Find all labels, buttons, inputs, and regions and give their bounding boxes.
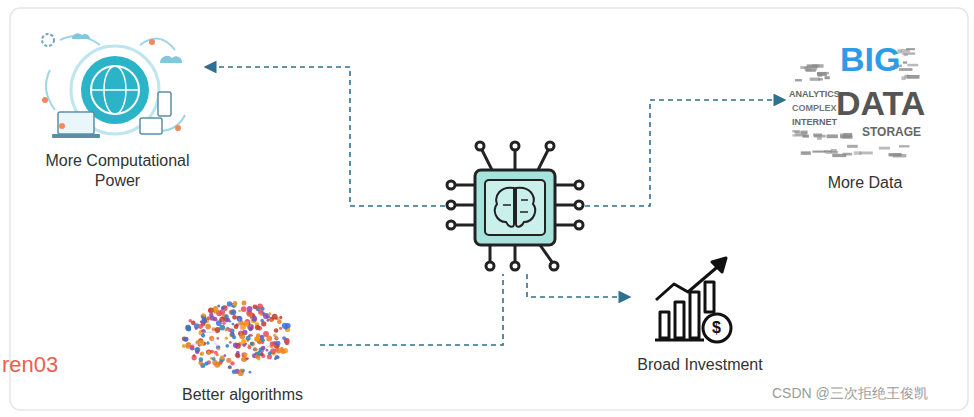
wordcloud-word: ANALYTICS: [789, 90, 840, 99]
wordcloud-word: INTERNET: [792, 118, 837, 127]
node-caption: More Data: [785, 173, 945, 193]
node-caption: Broad Investment: [630, 355, 770, 375]
concept-node: More Computational Power: [30, 15, 205, 193]
dashed-connector: [205, 67, 445, 206]
dashed-connector: [527, 274, 630, 297]
coin-symbol: $: [712, 320, 721, 336]
wordcloud-word: COMPLEX: [792, 104, 837, 113]
brain-dots: [182, 301, 291, 377]
concept-node: [445, 138, 585, 274]
investment-chart-icon: [655, 258, 731, 342]
ai-chip-icon: [447, 142, 583, 270]
node-caption: More Computational Power: [30, 151, 205, 191]
wordcloud-word: STORAGE: [862, 126, 921, 138]
wordcloud-word: BIG: [840, 42, 900, 76]
dashed-connector: [585, 100, 785, 206]
computing-illustration: [42, 33, 185, 138]
card-panel: [10, 8, 968, 410]
dashed-connector: [320, 274, 503, 345]
watermark: ren03: [2, 354, 58, 376]
watermark: CSDN @三次拒绝王俊凯: [772, 386, 928, 400]
wordcloud-word: DATA: [836, 86, 925, 120]
node-caption: Better algorithms: [165, 385, 320, 405]
concept-node: Better algorithms: [165, 295, 320, 407]
concept-node: Broad Investment: [630, 255, 770, 377]
